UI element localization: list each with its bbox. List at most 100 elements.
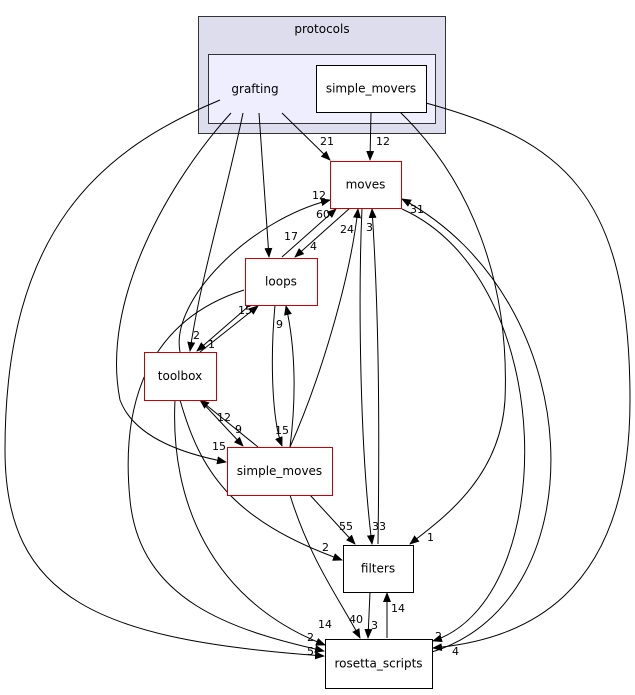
edge-label: 40 (349, 613, 363, 626)
node-moves[interactable]: moves (330, 161, 402, 209)
edge-rosetta_scripts-to-moves[interactable]: 31 (401, 198, 552, 653)
edge-grafting-to-loops[interactable]: 17 (258, 112, 298, 258)
edge-label: 12 (376, 135, 390, 148)
edge-label: 1 (427, 531, 434, 544)
edge-simple_moves-to-filters[interactable]: 55 (309, 494, 356, 545)
edge-line[interactable] (366, 111, 375, 161)
edge-rosetta_scripts-to-filters[interactable]: 14 (383, 592, 405, 638)
edge-label: 31 (410, 203, 424, 216)
node-box[interactable] (227, 447, 333, 496)
edge-label: 3 (366, 221, 373, 234)
edge-filters-to-moves[interactable]: 3 (366, 208, 380, 545)
edge-loops-to-toolbox[interactable]: 1 (196, 304, 251, 352)
edge-toolbox-to-moves[interactable]: 12 (178, 189, 331, 353)
edge-line[interactable] (4, 99, 325, 660)
edge-line[interactable] (281, 208, 337, 258)
edge-label: 15 (212, 440, 226, 453)
edge-line[interactable] (289, 494, 361, 639)
edge-toolbox-to-rosetta_scripts[interactable]: 14 (174, 399, 332, 646)
edge-label: 4 (310, 240, 317, 253)
edge-label: 15 (238, 304, 252, 317)
edge-line[interactable] (368, 208, 380, 545)
edge-line[interactable] (401, 198, 552, 653)
edge-line[interactable] (179, 399, 343, 561)
node-filters[interactable]: filters (343, 545, 414, 593)
edge-simple_movers-to-filters[interactable]: 1 (399, 111, 506, 545)
edge-label: 1 (208, 338, 215, 351)
node-loops[interactable]: loops (245, 258, 318, 306)
edge-grafting-to-moves[interactable]: 21 (281, 112, 334, 161)
edge-filters-to-rosetta_scripts[interactable]: 3 (364, 591, 378, 639)
edge-simple_moves-to-rosetta_scripts[interactable]: 40 (289, 494, 363, 639)
edge-line[interactable] (364, 591, 373, 639)
cluster-protocols-label: protocols (294, 22, 349, 36)
edge-line[interactable] (174, 399, 326, 646)
edge-simple_moves-to-moves[interactable]: 24 (289, 208, 361, 448)
edge-label: 12 (217, 411, 231, 424)
edge-line[interactable] (258, 112, 273, 258)
edge-moves-to-filters[interactable]: 33 (359, 207, 386, 545)
edge-simple_moves-to-toolbox[interactable]: 12 (199, 399, 259, 448)
node-box[interactable] (330, 161, 402, 209)
edge-moves-to-loops[interactable]: 4 (294, 207, 351, 258)
node-label: simple_moves (237, 464, 322, 478)
node-simple-moves[interactable]: simple_moves (227, 447, 333, 496)
edge-label: 14 (391, 602, 405, 615)
edge-label: 2 (435, 630, 442, 643)
node-box[interactable] (245, 258, 318, 306)
edge-label: 21 (320, 135, 334, 148)
edge-simple_movers-to-moves[interactable]: 12 (366, 111, 390, 161)
node-label: loops (265, 275, 297, 289)
edge-toolbox-to-filters[interactable]: 2 (179, 399, 343, 561)
node-label: simple_movers (326, 82, 416, 96)
edge-label: 15 (275, 424, 289, 437)
edge-label: 2 (322, 541, 329, 554)
edge-toolbox-to-loops[interactable]: 15 (199, 304, 259, 353)
edge-line[interactable] (281, 112, 331, 161)
edge-grafting-to-rosetta_scripts[interactable]: 5 (4, 99, 325, 660)
edge-loops-to-rosetta_scripts[interactable]: 2 (127, 289, 325, 653)
edge-line[interactable] (309, 494, 356, 545)
edge-grafting-to-toolbox[interactable]: 2 (187, 112, 244, 352)
edge-simple_movers-to-rosetta_scripts[interactable]: 4 (425, 102, 631, 658)
edge-loops-to-moves[interactable]: 60 (281, 208, 337, 258)
edge-moves-to-rosetta_scripts[interactable]: 2 (401, 208, 526, 643)
edge-line[interactable] (401, 208, 526, 643)
edge-label: 60 (316, 208, 330, 221)
edge-label: 24 (340, 223, 354, 236)
edge-line[interactable] (271, 304, 283, 447)
node-label: toolbox (158, 369, 202, 383)
edge-line[interactable] (178, 198, 331, 353)
edge-grafting-to-simple_moves[interactable]: 15 (116, 112, 232, 465)
edge-simple_moves-to-loops[interactable]: 9 (276, 305, 295, 448)
edge-loops-to-simple_moves[interactable]: 15 (271, 304, 289, 447)
node-box[interactable] (144, 352, 217, 401)
edge-label: 2 (193, 329, 200, 342)
edge-label: 17 (284, 230, 298, 243)
edge-line[interactable] (399, 111, 506, 545)
edge-line[interactable] (289, 208, 361, 448)
node-box[interactable] (325, 639, 433, 689)
edge-line[interactable] (116, 112, 232, 465)
edge-line[interactable] (359, 207, 375, 545)
edge-line[interactable] (187, 112, 244, 352)
edge-line[interactable] (425, 102, 631, 652)
edge-line[interactable] (199, 399, 259, 448)
edge-line[interactable] (294, 207, 351, 258)
node-simple-movers[interactable]: simple_movers (316, 65, 427, 113)
node-box[interactable] (316, 65, 427, 113)
node-toolbox[interactable]: toolbox (144, 352, 217, 401)
node-label: filters (361, 562, 395, 576)
edge-label: 9 (276, 318, 283, 331)
node-box[interactable] (343, 545, 414, 593)
edge-line[interactable] (284, 305, 295, 448)
edge-label: 9 (235, 423, 242, 436)
edge-line[interactable] (199, 305, 259, 353)
edge-label: 4 (452, 645, 459, 658)
edge-line[interactable] (127, 289, 325, 653)
node-rosetta-scripts[interactable]: rosetta_scripts (325, 639, 433, 689)
edge-line[interactable] (196, 304, 251, 352)
